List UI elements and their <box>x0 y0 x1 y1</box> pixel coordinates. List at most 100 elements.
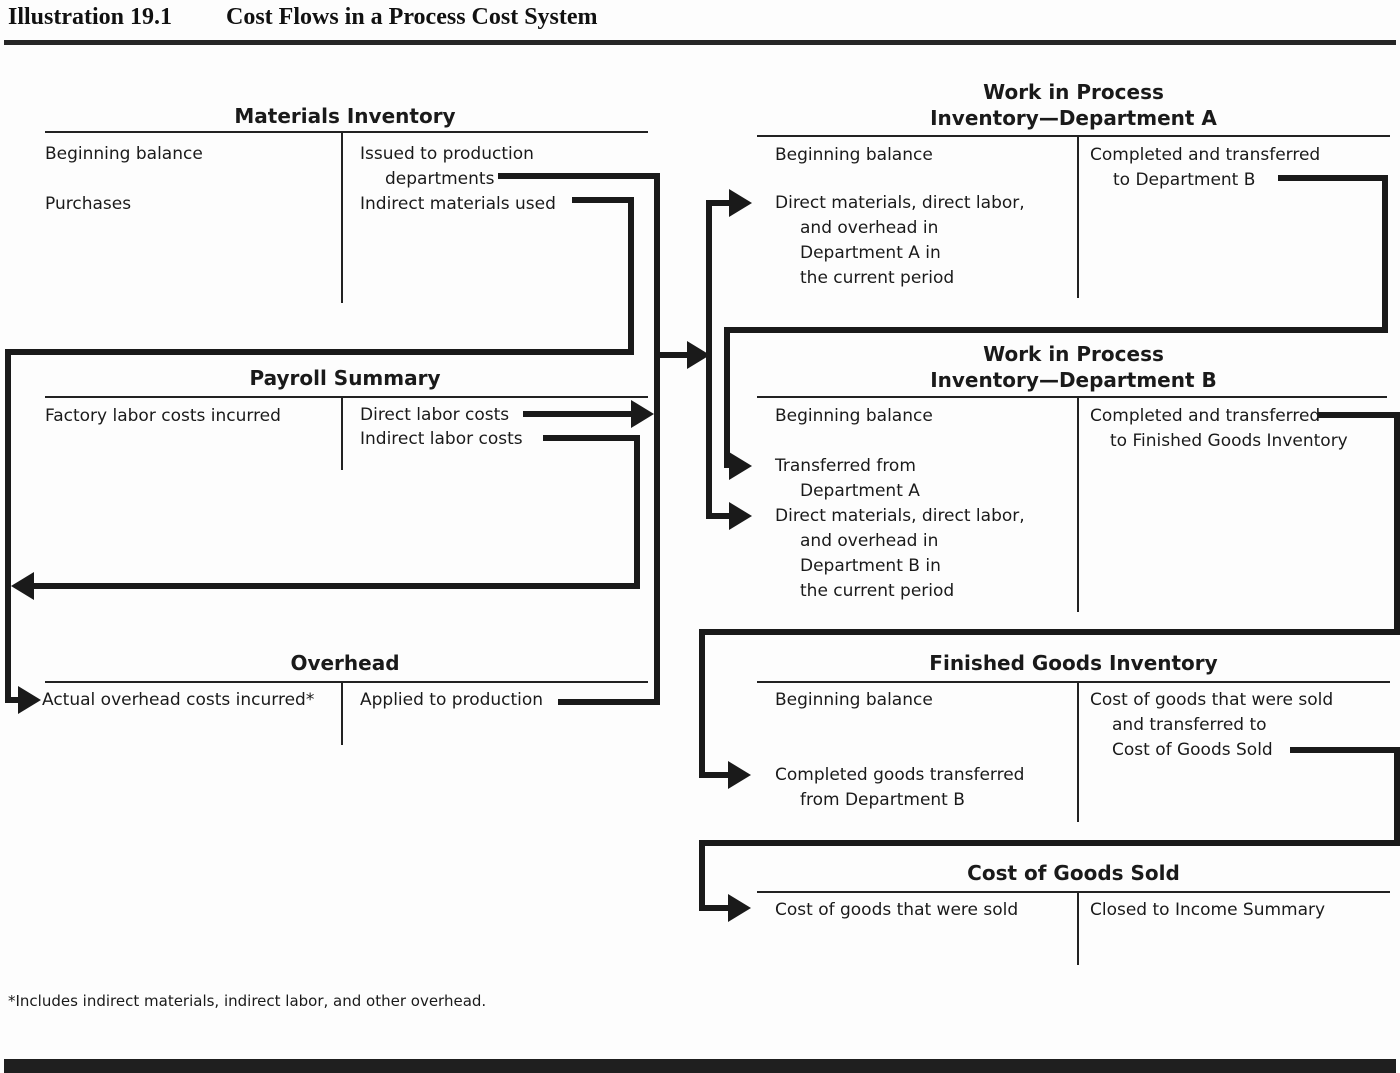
flow-fg-to-cogs-line-h2 <box>699 840 1400 846</box>
flow-into-wip-a-arrowhead-icon <box>729 189 752 217</box>
overhead-debit-actual-costs: Actual overhead costs incurred* <box>42 690 315 710</box>
cogs-credit-closed: Closed to Income Summary <box>1090 900 1326 920</box>
wip-a-top-rule <box>757 135 1390 137</box>
flow-left-edge-vertical <box>5 349 11 703</box>
flow-a-to-b-line-v1 <box>1382 175 1388 333</box>
wip-b-credit-completed-line1: Completed and transferred <box>1090 406 1321 426</box>
heading-rule <box>4 40 1396 45</box>
overhead-top-rule <box>45 681 648 683</box>
materials-credit-issued-line1: Issued to production <box>360 144 534 164</box>
wip-a-credit-completed-line1: Completed and transferred <box>1090 145 1321 165</box>
wip-a-debit-inputs-line4: the current period <box>800 268 955 288</box>
flow-b-to-fg-line-v1 <box>1394 412 1400 635</box>
wip-b-credit-completed-line2: to Finished Goods Inventory <box>1110 431 1348 451</box>
flow-into-overhead-line <box>11 697 19 703</box>
flow-issued-to-production-line <box>498 173 660 179</box>
wip-b-top-rule <box>757 396 1387 398</box>
wip-b-debit-transferred-line1: Transferred from <box>775 456 916 476</box>
overhead-account-title: Overhead <box>290 651 400 675</box>
bottom-bar <box>4 1059 1396 1073</box>
wip-a-debit-inputs-line3: Department A in <box>800 243 941 263</box>
flow-indirect-labor-arrowhead-icon <box>11 572 34 600</box>
payroll-credit-indirect-labor: Indirect labor costs <box>360 429 523 449</box>
wip-b-debit-beginning-balance: Beginning balance <box>775 406 933 426</box>
flow-b-to-fg-line-h2 <box>699 629 1400 635</box>
wip-b-debit-inputs-line3: Department B in <box>800 556 941 576</box>
cogs-divider <box>1077 893 1079 965</box>
flow-into-wip-b-line <box>710 513 730 519</box>
flow-indirect-labor-line-h1 <box>543 435 640 441</box>
payroll-divider <box>341 398 343 470</box>
overhead-divider <box>341 683 343 745</box>
flow-a-to-b-line-v2 <box>724 327 730 468</box>
wip-a-account-title-line2: Inventory—Department A <box>930 106 1217 130</box>
wip-b-debit-transferred-line2: Department A <box>800 481 920 501</box>
finished-goods-debit-completed-line1: Completed goods transferred <box>775 765 1025 785</box>
wip-a-debit-beginning-balance: Beginning balance <box>775 145 933 165</box>
wip-b-account-title-line1: Work in Process <box>983 342 1164 366</box>
payroll-account-title: Payroll Summary <box>249 366 441 390</box>
finished-goods-account-title: Finished Goods Inventory <box>929 651 1218 675</box>
wip-a-debit-inputs-line2: and overhead in <box>800 218 939 238</box>
finished-goods-credit-sold-line3: Cost of Goods Sold <box>1112 740 1273 760</box>
wip-a-divider <box>1077 137 1079 298</box>
overhead-credit-applied: Applied to production <box>360 690 544 710</box>
illustration-number: Illustration 19.1 <box>8 4 173 30</box>
wip-a-account-title-line1: Work in Process <box>983 80 1164 104</box>
materials-divider <box>341 133 343 303</box>
flow-a-to-b-line-h2 <box>724 327 1388 333</box>
wip-a-debit-inputs-line1: Direct materials, direct labor, <box>775 193 1025 213</box>
flow-fg-to-cogs-line-v1 <box>1394 747 1400 846</box>
flow-direct-labor-arrowhead-icon <box>631 400 654 428</box>
wip-b-debit-inputs-line2: and overhead in <box>800 531 939 551</box>
flow-b-to-fg-arrowhead-icon <box>728 761 751 789</box>
materials-account-title: Materials Inventory <box>234 104 456 128</box>
flow-b-to-fg-line-h3 <box>704 772 729 778</box>
wip-b-divider <box>1077 398 1079 612</box>
flow-indirect-materials-line-h1 <box>572 197 634 203</box>
materials-debit-beginning-balance: Beginning balance <box>45 144 203 164</box>
flow-collector-vertical <box>654 173 660 705</box>
finished-goods-top-rule <box>757 681 1390 683</box>
flow-b-to-fg-line-v2 <box>699 629 705 778</box>
flow-collector-output-arrowhead-icon <box>687 341 710 369</box>
flow-indirect-materials-line-h2 <box>8 349 634 355</box>
cogs-top-rule <box>757 891 1390 893</box>
finished-goods-debit-beginning-balance: Beginning balance <box>775 690 933 710</box>
flow-indirect-labor-line-v <box>634 435 640 589</box>
flow-into-wip-a-line <box>710 200 730 206</box>
payroll-credit-direct-labor: Direct labor costs <box>360 405 510 425</box>
flow-distribution-vertical <box>706 200 712 519</box>
flow-a-to-b-line-h1 <box>1278 175 1388 181</box>
payroll-debit-factory-labor: Factory labor costs incurred <box>45 406 281 426</box>
finished-goods-divider <box>1077 683 1079 822</box>
flow-fg-to-cogs-line-h1 <box>1290 747 1400 753</box>
flow-into-overhead-arrowhead-icon <box>18 686 41 714</box>
flow-applied-overhead-line <box>558 699 654 705</box>
flow-collector-output-line <box>658 352 688 358</box>
flow-fg-to-cogs-line-h3 <box>704 905 729 911</box>
flow-a-to-b-arrowhead-icon <box>729 452 752 480</box>
flow-into-wip-b-arrowhead-icon <box>729 502 752 530</box>
materials-credit-issued-line2: departments <box>385 169 495 189</box>
wip-b-account-title-line2: Inventory—Department B <box>930 368 1217 392</box>
cogs-account-title: Cost of Goods Sold <box>967 861 1180 885</box>
footnote: *Includes indirect materials, indirect l… <box>8 992 487 1010</box>
materials-top-rule <box>45 131 648 133</box>
finished-goods-debit-completed-line2: from Department B <box>800 790 965 810</box>
wip-b-debit-inputs-line1: Direct materials, direct labor, <box>775 506 1025 526</box>
flow-fg-to-cogs-arrowhead-icon <box>728 894 751 922</box>
flow-direct-labor-line <box>523 411 633 417</box>
finished-goods-credit-sold-line2: and transferred to <box>1112 715 1267 735</box>
wip-b-debit-inputs-line4: the current period <box>800 581 955 601</box>
flow-indirect-materials-line-v <box>628 197 634 355</box>
payroll-top-rule <box>45 396 648 398</box>
page-title: Cost Flows in a Process Cost System <box>226 4 598 30</box>
materials-debit-purchases: Purchases <box>45 194 132 214</box>
finished-goods-credit-sold-line1: Cost of goods that were sold <box>1090 690 1334 710</box>
flow-fg-to-cogs-line-v2 <box>699 840 705 911</box>
flow-indirect-labor-line-h2 <box>33 583 640 589</box>
wip-a-credit-completed-line2: to Department B <box>1113 170 1256 190</box>
flow-b-to-fg-line-h1 <box>1318 412 1400 418</box>
